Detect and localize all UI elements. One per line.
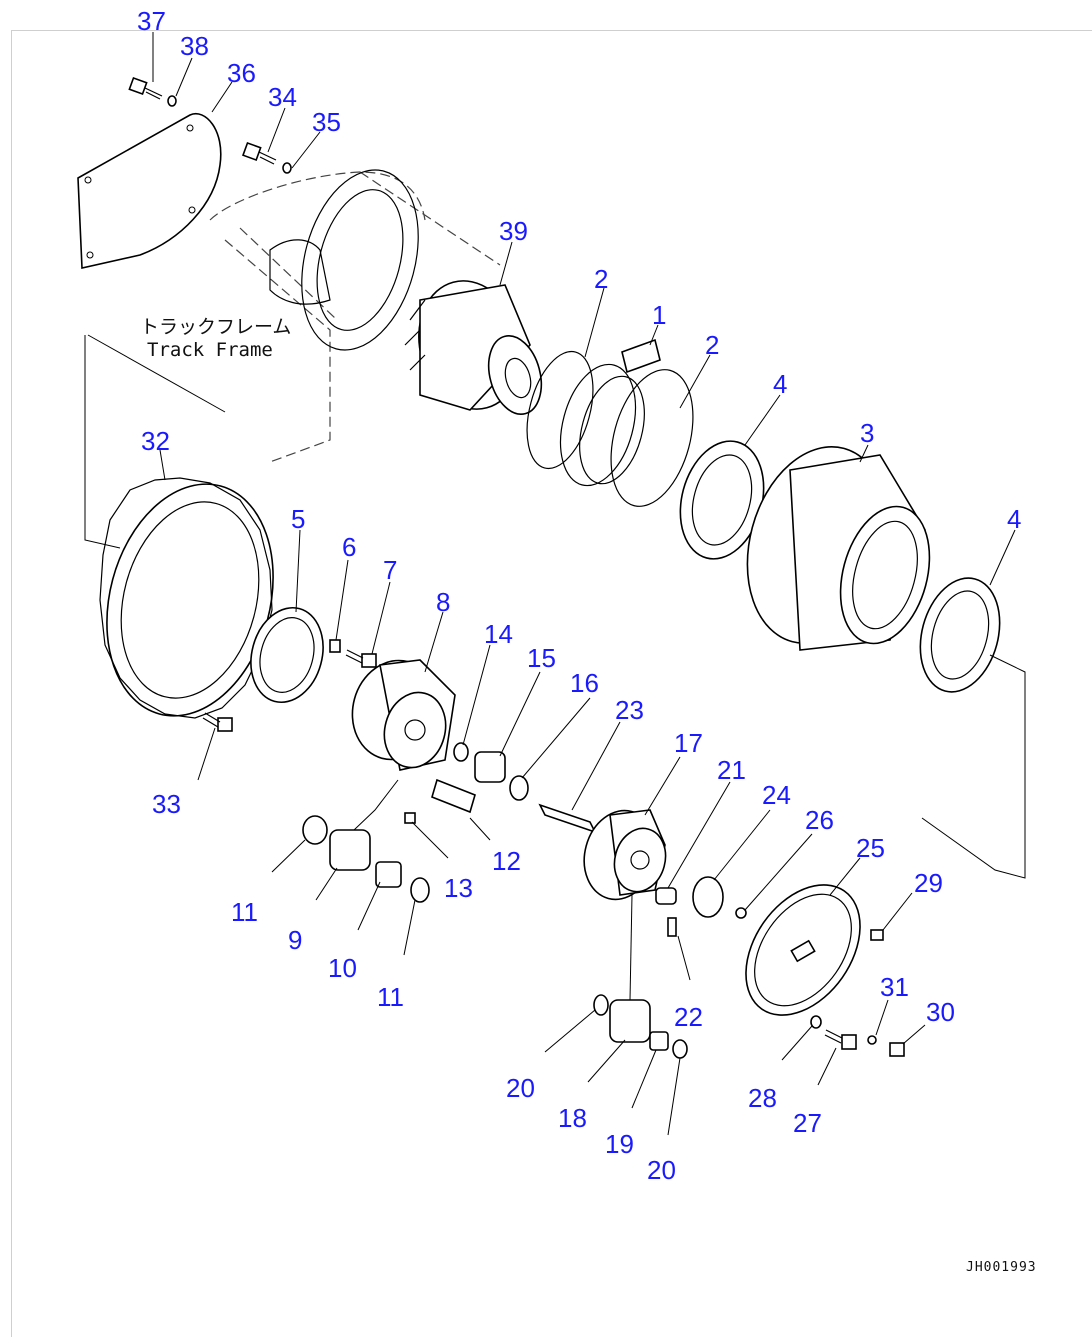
- bolt-7: [345, 649, 377, 668]
- o-ring-2b: [610, 369, 694, 507]
- shaft-12: [431, 778, 476, 814]
- washer-20b: [672, 1039, 688, 1059]
- bolt-30: [889, 1042, 905, 1057]
- callout-4b: 4: [1007, 504, 1021, 534]
- callout-11a: 11: [231, 897, 258, 927]
- callout-29: 29: [914, 868, 943, 898]
- carrier-17: [583, 809, 667, 901]
- pin-22: [667, 917, 677, 937]
- track-frame-label-jp: トラックフレーム: [140, 316, 291, 338]
- callout-20a: 20: [506, 1073, 535, 1103]
- ball-26: [735, 907, 747, 919]
- bolt-37: [128, 76, 163, 100]
- seal-tag-1: [621, 338, 661, 374]
- travel-motor: [404, 280, 543, 415]
- callout-10: 10: [328, 953, 357, 983]
- washer-35: [282, 162, 292, 174]
- o-ring-2a: [526, 350, 594, 470]
- gear-9: [329, 829, 371, 871]
- callout-31: 31: [880, 972, 909, 1002]
- gear-18: [609, 999, 651, 1043]
- drawing-code: JH001993: [966, 1260, 1037, 1275]
- shaft-21: [655, 887, 677, 905]
- callout-38: 38: [180, 31, 209, 61]
- bearing-19: [649, 1031, 669, 1051]
- pin-13: [404, 812, 416, 824]
- callout-21: 21: [717, 755, 746, 785]
- callout-19: 19: [605, 1129, 634, 1159]
- bearing-4b: [919, 577, 1001, 693]
- gear-15: [474, 751, 506, 783]
- callout-25: 25: [856, 833, 885, 863]
- callout-15: 15: [527, 643, 556, 673]
- callout-1: 1: [652, 300, 666, 330]
- callout-24: 24: [762, 780, 791, 810]
- ring-24: [692, 876, 724, 918]
- callout-9: 9: [288, 925, 302, 955]
- bearing-4a: [679, 440, 765, 560]
- callout-32: 32: [141, 426, 170, 456]
- callout-23: 23: [615, 695, 644, 725]
- washer-38: [167, 95, 177, 107]
- cover-25: [745, 884, 861, 1016]
- bearing-10: [375, 861, 402, 888]
- ring-16: [509, 775, 529, 801]
- lock-6: [329, 639, 341, 653]
- track-frame-outline: [209, 169, 501, 463]
- callout-2a: 2: [594, 264, 608, 294]
- bolt-34: [242, 141, 277, 165]
- callout-2b: 2: [705, 330, 719, 360]
- callout-17: 17: [674, 728, 703, 758]
- callout-39: 39: [499, 216, 528, 246]
- cover-plate: [77, 112, 222, 269]
- callout-36: 36: [227, 58, 256, 88]
- callout-8: 8: [436, 587, 450, 617]
- callout-37: 37: [137, 6, 166, 36]
- ring-31: [867, 1035, 877, 1045]
- callout-12: 12: [492, 846, 521, 876]
- callout-20b: 20: [647, 1155, 676, 1185]
- callout-33: 33: [152, 789, 181, 819]
- carrier-8: [351, 659, 456, 771]
- bolt-29: [870, 929, 884, 941]
- callout-16: 16: [570, 668, 599, 698]
- shaft-23: [538, 803, 597, 834]
- callout-5: 5: [291, 504, 305, 534]
- callout-7: 7: [383, 555, 397, 585]
- callout-18: 18: [558, 1103, 587, 1133]
- callout-numbers: 37 38 36 34 35 39 2 1 2 4 3 4 32 5 6 7 8…: [137, 6, 1021, 1185]
- washer-11a: [302, 815, 328, 845]
- callout-28: 28: [748, 1083, 777, 1113]
- bolt-33: [202, 712, 233, 732]
- callout-4a: 4: [773, 369, 787, 399]
- callout-26: 26: [805, 805, 834, 835]
- hub: [746, 446, 931, 651]
- callout-34: 34: [268, 82, 297, 112]
- ring-14: [453, 742, 469, 762]
- floating-seal: [559, 363, 637, 487]
- callout-14: 14: [484, 619, 513, 649]
- track-frame-label-en: Track Frame: [147, 339, 273, 361]
- callout-6: 6: [342, 532, 356, 562]
- drawing-frame: [11, 30, 1092, 1337]
- washer-28: [810, 1015, 822, 1029]
- callout-22: 22: [674, 1002, 703, 1032]
- callout-35: 35: [312, 107, 341, 137]
- leader-lines: [152, 32, 1016, 1136]
- callout-3: 3: [860, 418, 874, 448]
- washer-11b: [410, 877, 430, 903]
- callout-27: 27: [793, 1108, 822, 1138]
- bolt-27: [824, 1029, 857, 1050]
- washer-20a: [593, 994, 609, 1016]
- callout-30: 30: [926, 997, 955, 1027]
- callout-11b: 11: [377, 982, 404, 1012]
- callout-13: 13: [444, 873, 473, 903]
